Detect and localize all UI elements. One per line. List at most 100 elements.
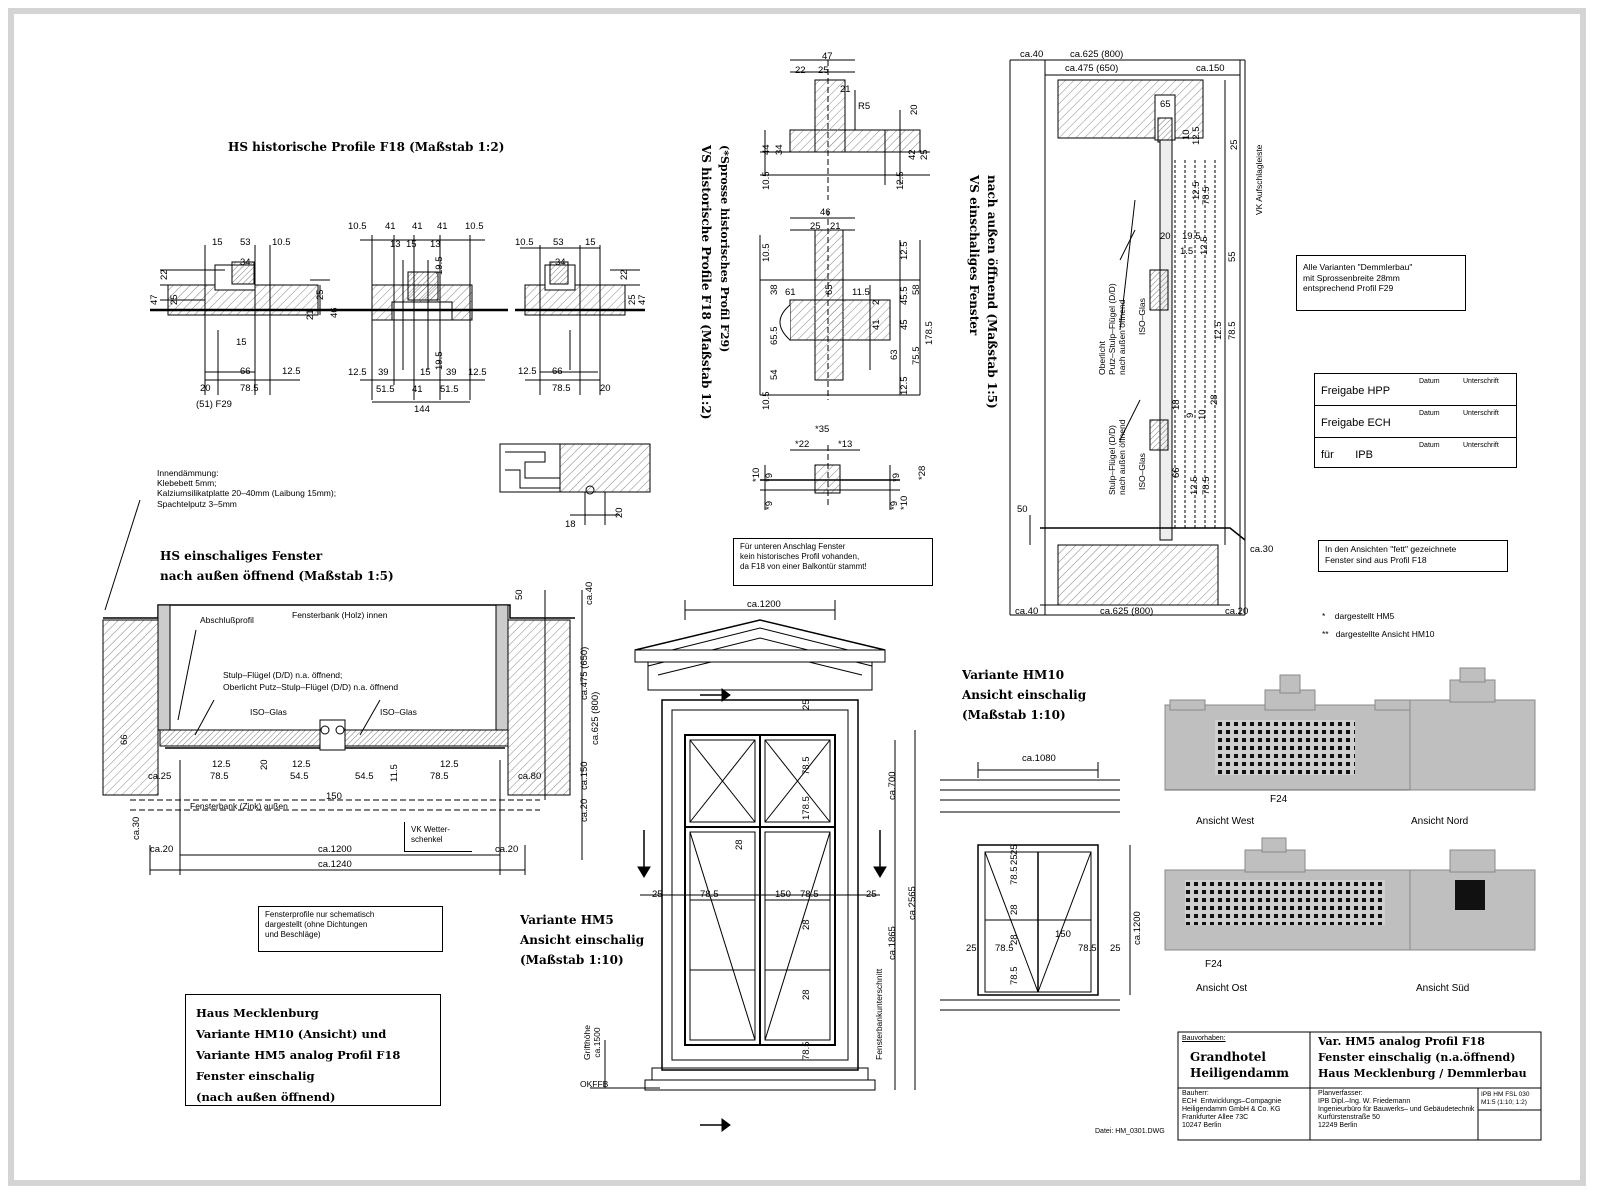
dim: ca.1240 — [318, 859, 352, 870]
dim: 11.5 — [852, 287, 870, 298]
haus-mecklenburg-box: Haus Mecklenburg Variante HM10 (Ansicht)… — [185, 994, 441, 1106]
dim: 66 — [1171, 467, 1182, 478]
approval-table: Freigabe HPP Datum Unterschrift Freigabe… — [1314, 373, 1517, 468]
dim: 25 — [866, 889, 877, 900]
iso-glas-label: ISO–Glas — [1137, 298, 1147, 335]
dim: 18 — [565, 519, 576, 530]
dim: ca.625 (800) — [590, 691, 601, 745]
dim: ca.20 — [579, 798, 590, 822]
dim: 12.5 — [292, 759, 311, 770]
elevation-mark: F24 — [1205, 959, 1223, 970]
dim: 66 — [240, 366, 251, 377]
vs-window-section — [1009, 59, 1246, 616]
dim: 51.5 — [440, 384, 459, 395]
dim: ca.40 — [1015, 606, 1039, 617]
hm5-scale: (Maßstab 1:10) — [520, 953, 624, 967]
note-star1: * dargestellt HM5 — [1322, 611, 1395, 621]
dim: 15 — [406, 239, 417, 250]
dim: 178.5 — [924, 321, 935, 345]
elevation-label: Ansicht West — [1196, 816, 1255, 827]
iso-glas-label: ISO–Glas — [250, 707, 287, 717]
dim: *22 — [795, 439, 810, 450]
elevation-sued — [1409, 849, 1536, 951]
dim: 75.5 — [911, 346, 922, 366]
haus-line: (nach außen öffnend) — [196, 1090, 336, 1104]
hm5-elevation — [590, 600, 916, 1132]
hs-window-title: HS einschaliges Fenster — [160, 549, 323, 563]
dim: 15 — [420, 367, 431, 378]
hm5-subtitle: Ansicht einschalig — [520, 933, 645, 947]
dim: 78.5 — [1227, 321, 1238, 341]
dim: 12.5 — [518, 366, 537, 377]
dim: 63 — [889, 349, 900, 360]
dim: 2 — [871, 299, 882, 305]
dim: 39 — [446, 367, 457, 378]
dim: 78.5 — [430, 771, 449, 782]
dim: ca.20 — [150, 844, 174, 855]
approval-datum: Datum — [1419, 378, 1440, 385]
dim: 65 — [824, 284, 835, 295]
stulp-label: Stulp–Flügel (D/D) nach außen öffnend — [1107, 419, 1127, 495]
tb-title-1: Var. HM5 analog Profil F18 — [1318, 1035, 1485, 1048]
dim: *13 — [838, 439, 853, 450]
dim: 47 — [822, 51, 833, 62]
approval-datum: Datum — [1419, 442, 1440, 449]
dim: 78.5 — [1201, 186, 1212, 206]
dim: 12.5 — [212, 759, 231, 770]
dim: 20 — [614, 507, 625, 518]
dim: 54.5 — [355, 771, 374, 782]
tb-bauvorhaben-label: Bauvorhaben: — [1182, 1035, 1226, 1042]
fensterbank-aussen-label: Fensterbank (Zink) außen — [190, 801, 288, 811]
hm10-subtitle: Ansicht einschalig — [962, 688, 1087, 702]
dim: 12.5 — [1189, 476, 1200, 496]
dim: 20 — [1160, 231, 1171, 242]
dim: 66 — [119, 734, 130, 745]
dim: 65 — [1160, 99, 1171, 110]
dim: 78.5 — [800, 889, 819, 900]
dim: ca.475 (650) — [579, 646, 590, 700]
dim: *35 — [815, 424, 830, 435]
dim: 50 — [514, 589, 525, 600]
dim: 19.5 — [1182, 231, 1201, 242]
dim: 78.5 — [700, 889, 719, 900]
iso-glas-label: ISO–Glas — [1137, 453, 1147, 490]
dim: 12.5 — [348, 367, 367, 378]
elevation-west — [1164, 674, 1416, 791]
vs-profile-b — [759, 210, 921, 400]
dim: ca.40 — [1020, 49, 1044, 60]
dim: 55 — [1227, 251, 1238, 262]
dim: 20 — [600, 383, 611, 394]
vs-profiles-subtitle: (*Sprosse historisches Profil F29) — [718, 145, 731, 353]
dim: 51.5 — [376, 384, 395, 395]
dim: 19.5 — [434, 351, 445, 371]
abschlussprofil-label: Abschlußprofil — [200, 615, 254, 625]
dim: 20 — [259, 759, 270, 770]
dim: 47 — [149, 294, 160, 305]
fensterbank-innen-label: Fensterbank (Holz) innen — [292, 610, 388, 620]
haus-line: Variante HM10 (Ansicht) und — [196, 1027, 387, 1041]
dim: 41 — [385, 221, 396, 232]
dim: *10 — [899, 495, 910, 510]
dim: 41 — [412, 384, 423, 395]
dim: *9 — [891, 473, 902, 482]
dim: 65.5 — [769, 326, 780, 346]
dim: 25 — [810, 221, 821, 232]
dim: 15 — [212, 237, 223, 248]
dim: 15 — [585, 237, 596, 248]
dim: 78.5 — [801, 1041, 812, 1061]
dim: 1.5 — [1180, 246, 1194, 257]
dim: ca.625 (800) — [1070, 49, 1124, 60]
profile-sketch — [499, 443, 651, 525]
dim: *9 — [764, 501, 775, 510]
dim: 10.5 — [761, 171, 772, 191]
dim: 28 — [734, 839, 745, 850]
approval-label: Freigabe ECH — [1321, 417, 1391, 429]
dim: ca.700 — [887, 771, 898, 800]
dim: 50 — [1017, 504, 1028, 515]
approval-label: für IPB — [1321, 449, 1373, 461]
dim: 25 — [315, 289, 326, 300]
dim: ca.25 — [148, 771, 172, 782]
tb-bauvorhaben: Grandhotel Heiligendamm — [1190, 1050, 1289, 1080]
dim: 58 — [911, 284, 922, 295]
